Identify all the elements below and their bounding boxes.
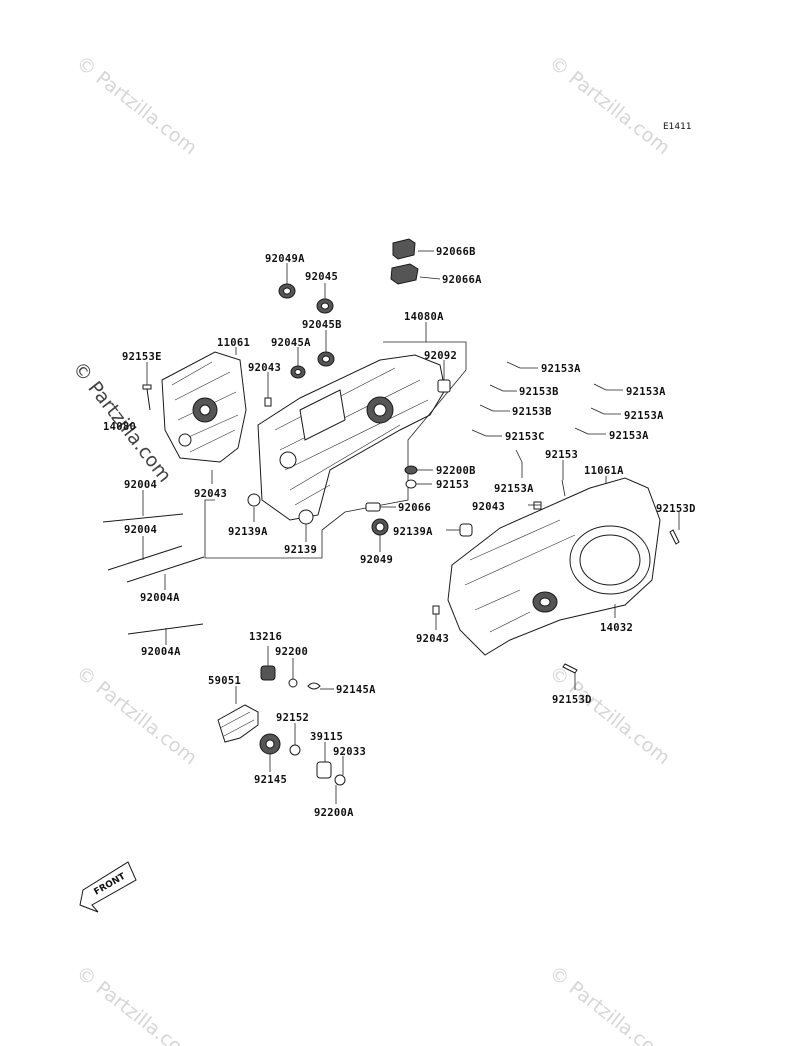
bearing-92045a[interactable]	[290, 365, 306, 379]
crankcase-11061[interactable]	[161, 351, 247, 463]
spring-92145a[interactable]	[307, 682, 321, 690]
front-arrow-icon: FRONT	[79, 861, 137, 913]
label-92139[interactable]: 92139	[284, 544, 317, 556]
label-92066[interactable]: 92066	[398, 502, 431, 514]
label-92153A[interactable]: 92153A	[494, 483, 534, 495]
bolt-92153e[interactable]	[142, 384, 152, 411]
label-11061[interactable]: 11061	[217, 337, 250, 349]
plug-92066[interactable]	[365, 502, 381, 512]
washer-92200[interactable]	[288, 678, 298, 688]
label-59051[interactable]: 59051	[208, 675, 241, 687]
label-92043[interactable]: 92043	[194, 488, 227, 500]
label-92045A[interactable]: 92045A	[271, 337, 311, 349]
label-92043[interactable]: 92043	[416, 633, 449, 645]
label-92153[interactable]: 92153	[545, 449, 578, 461]
dowel-92139a-right[interactable]	[459, 523, 473, 537]
washer-92152[interactable]	[289, 744, 301, 756]
label-92049[interactable]: 92049	[360, 554, 393, 566]
label-92153D[interactable]: 92153D	[552, 694, 592, 706]
label-92004[interactable]: 92004	[124, 479, 157, 491]
rubber-92066b[interactable]	[392, 238, 416, 260]
washer-92200b[interactable]	[404, 465, 418, 475]
label-92152[interactable]: 92152	[276, 712, 309, 724]
clip-92033[interactable]	[334, 774, 346, 786]
label-39115[interactable]: 39115	[310, 731, 343, 743]
bearing-92045[interactable]	[316, 298, 334, 314]
label-92043[interactable]: 92043	[248, 362, 281, 374]
label-92066B[interactable]: 92066B	[436, 246, 476, 258]
rubber-92066a[interactable]	[390, 263, 419, 285]
dowel-92092[interactable]	[437, 379, 451, 393]
label-92049A[interactable]: 92049A	[265, 253, 305, 265]
bushing-39115[interactable]	[316, 761, 332, 779]
label-92145[interactable]: 92145	[254, 774, 287, 786]
stud-bolts-92004[interactable]	[102, 513, 205, 635]
diagram-code: E1411	[663, 122, 692, 132]
shaft-13216[interactable]	[260, 665, 276, 681]
crankcase-14080a[interactable]	[257, 354, 446, 521]
label-92153A[interactable]: 92153A	[624, 410, 664, 422]
label-11061A[interactable]: 11061A	[584, 465, 624, 477]
dowel-92139[interactable]	[298, 509, 314, 525]
label-92004[interactable]: 92004	[124, 524, 157, 536]
label-92004A[interactable]: 92004A	[141, 646, 181, 658]
label-92200[interactable]: 92200	[275, 646, 308, 658]
label-92200A[interactable]: 92200A	[314, 807, 354, 819]
label-92092[interactable]: 92092	[424, 350, 457, 362]
parts-layer: FRONT	[79, 238, 680, 913]
spring-92145[interactable]	[259, 733, 281, 755]
bearing-92049a[interactable]	[278, 283, 296, 299]
label-14080A[interactable]: 14080A	[404, 311, 444, 323]
pin-92043-a[interactable]	[264, 397, 272, 407]
pin-92043-d[interactable]	[432, 605, 440, 615]
seal-92049[interactable]	[371, 518, 389, 536]
label-92033[interactable]: 92033	[333, 746, 366, 758]
label-92139A[interactable]: 92139A	[228, 526, 268, 538]
bolt-92153-center[interactable]	[405, 479, 417, 489]
label-92045[interactable]: 92045	[305, 271, 338, 283]
kick-gear-59051[interactable]	[217, 704, 259, 743]
label-92153A[interactable]: 92153A	[609, 430, 649, 442]
label-92139A[interactable]: 92139A	[393, 526, 433, 538]
watermark: © Partzilla.com	[545, 962, 674, 1046]
label-92153B[interactable]: 92153B	[519, 386, 559, 398]
watermark: © Partzilla.com	[545, 52, 674, 160]
label-92153C[interactable]: 92153C	[505, 431, 545, 443]
leader-lines	[142, 250, 680, 804]
label-92153[interactable]: 92153	[436, 479, 469, 491]
label-92153A[interactable]: 92153A	[541, 363, 581, 375]
label-92153A[interactable]: 92153A	[626, 386, 666, 398]
part-labels: 92066B 92066A 92049A 92045 92045B 92045A…	[103, 246, 696, 819]
watermark: © Partzilla.com	[545, 662, 674, 770]
watermark: © Partzilla.com	[72, 52, 201, 160]
pin-92043-c[interactable]	[533, 501, 542, 510]
bolt-group-right[interactable]	[471, 361, 607, 497]
label-92200B[interactable]: 92200B	[436, 465, 476, 477]
dowel-92139a[interactable]	[247, 493, 261, 507]
bearing-92045b[interactable]	[317, 351, 335, 367]
label-92153E[interactable]: 92153E	[122, 351, 162, 363]
label-92066A[interactable]: 92066A	[442, 274, 482, 286]
clutch-cover-14032[interactable]	[447, 477, 661, 656]
bolt-92153d-1[interactable]	[669, 529, 680, 545]
group-bracket	[204, 341, 467, 559]
label-13216[interactable]: 13216	[249, 631, 282, 643]
label-92153B[interactable]: 92153B	[512, 406, 552, 418]
label-14080[interactable]: 14080	[103, 421, 136, 433]
watermark: © Partzilla.com	[72, 962, 201, 1046]
label-92045B[interactable]: 92045B	[302, 319, 342, 331]
label-14032[interactable]: 14032	[600, 622, 633, 634]
label-92145A[interactable]: 92145A	[336, 684, 376, 696]
label-92153D[interactable]: 92153D	[656, 503, 696, 515]
label-92043[interactable]: 92043	[472, 501, 505, 513]
label-92004A[interactable]: 92004A	[140, 592, 180, 604]
watermark: © Partzilla.com	[72, 662, 201, 770]
